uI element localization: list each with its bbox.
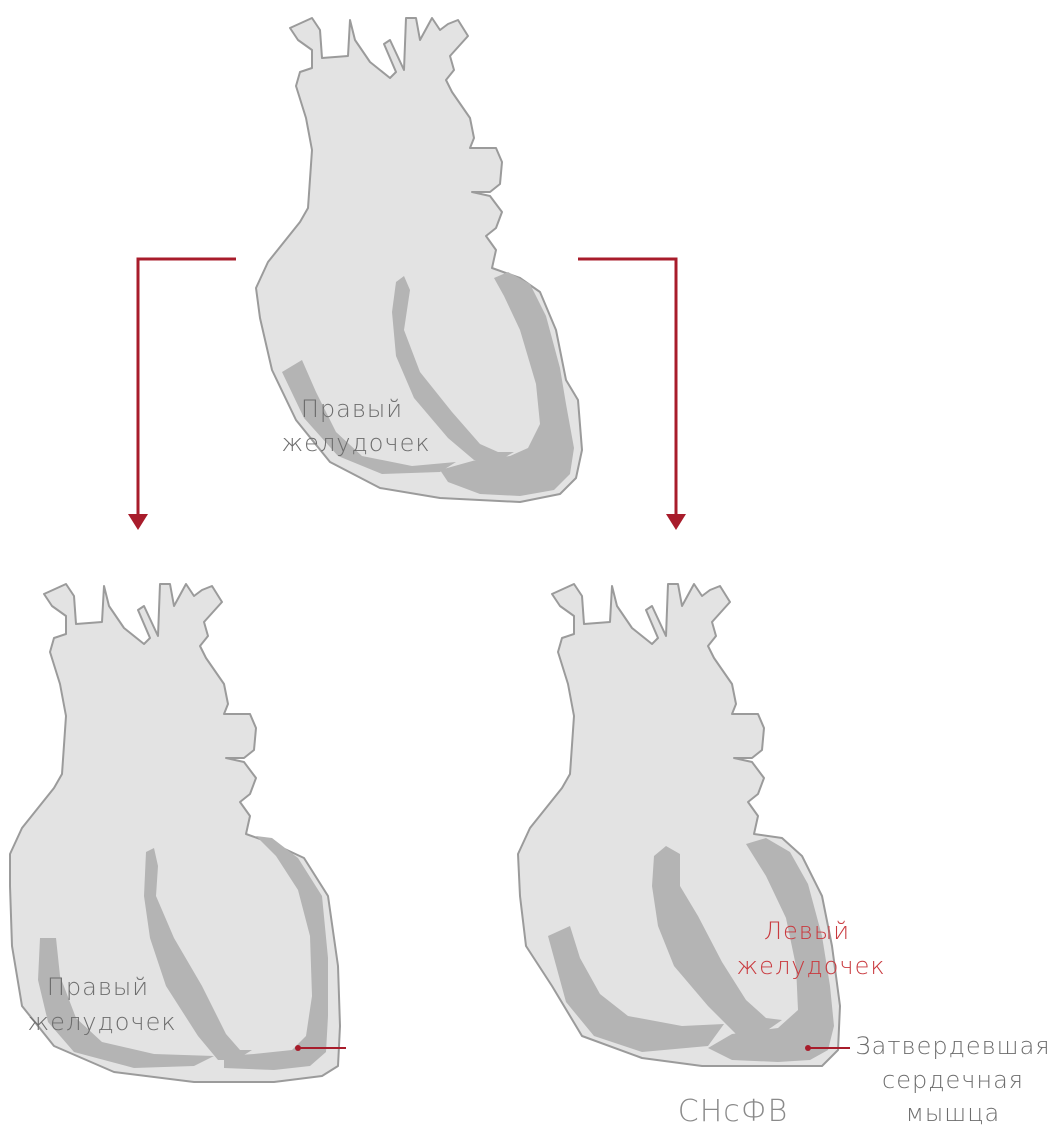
stiff-muscle-label-line3: мышца [906, 1099, 1001, 1126]
lv-label-line1: Левый [764, 917, 850, 945]
lv-label-line2: желудочек [736, 952, 885, 980]
heart-bottom-right [518, 584, 840, 1066]
bottom-left-rv-label-line2: желудочек [27, 1008, 176, 1036]
arrow-left [128, 259, 236, 530]
hfpef-caption: СНсФВ [678, 1094, 788, 1126]
stiff-muscle-label-line2: сердечная [882, 1066, 1024, 1094]
top-rv-label-line2: желудочек [281, 429, 430, 457]
arrow-right [578, 259, 686, 530]
bottom-left-rv-label-line1: Правый [47, 973, 149, 1001]
stiff-muscle-label-line1: Затвердевшая [855, 1032, 1050, 1060]
top-rv-label-line1: Правый [301, 395, 403, 423]
